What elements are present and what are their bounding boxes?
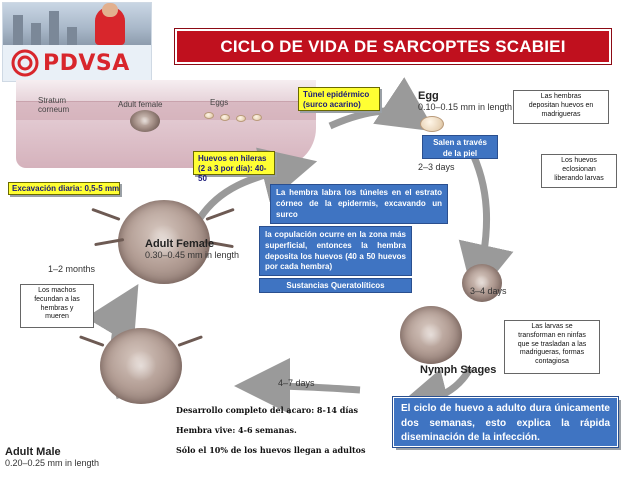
egg-title: Egg	[418, 90, 439, 102]
page-title: CICLO DE VIDA DE SARCOPTES SCABIEI	[220, 36, 566, 56]
development-text: Desarrollo completo del acaro: 8-14 días	[176, 405, 359, 415]
egg-size: 0.10–0.15 mm in length	[418, 102, 513, 112]
pdvsa-sun-icon	[11, 49, 39, 77]
larva-days: 3–4 days	[470, 286, 507, 296]
adult-female-small-label: Adult female	[118, 100, 163, 109]
refinery-tower-icon	[13, 15, 23, 45]
adult-female-time: 1–2 months	[48, 264, 96, 274]
adult-female-mite	[118, 200, 210, 284]
refinery-tower-icon	[31, 23, 41, 45]
egg-stage-label: Egg 0.10–0.15 mm in length	[418, 90, 512, 112]
final-conclusion: El ciclo de huevo a adulto dura únicamen…	[393, 397, 618, 447]
adult-male-mite	[100, 328, 182, 404]
burrowing-female-mite	[130, 110, 160, 132]
arrow-to-larva	[458, 146, 514, 301]
leave-skin-note: Salen a través de la piel	[422, 135, 498, 159]
arrow-to-egg	[328, 77, 436, 132]
egg-days: 2–3 days	[418, 162, 455, 172]
worker-head	[102, 3, 118, 17]
excavation-note: Excavación diaria: 0,5-5 mm	[8, 182, 120, 195]
ten-percent-text: Sólo el 10% de los huevos llegan a adult…	[176, 445, 366, 455]
adult-male-title: Adult Male	[5, 446, 61, 458]
eggs-hatch-note: Los huevos eclosionan liberando larvas	[541, 154, 617, 188]
title-banner: CICLO DE VIDA DE SARCOPTES SCABIEI	[175, 29, 611, 64]
keratolytic-note: Sustancias Queratolíticos	[259, 278, 412, 293]
logo-text: PDVSA	[43, 51, 130, 76]
nymph-mite	[400, 306, 462, 364]
nymph-title: Nymph Stages	[420, 364, 497, 376]
eggs-rows-note: Huevos en hileras (2 a 3 por día): 40-50	[193, 151, 275, 183]
refinery-tower-icon	[49, 11, 59, 45]
copulation-note: la copulación ocurre en la zona más supe…	[259, 226, 412, 276]
cycle-arrows	[85, 77, 514, 424]
tunnel-note: Túnel epidérmico (surco acarino)	[298, 87, 380, 111]
larva-mite	[462, 264, 502, 302]
female-life-text: Hembra vive: 4-6 semanas.	[176, 425, 297, 435]
males-note: Los machos fecundan a las hembras y muer…	[20, 284, 94, 328]
burrow-egg	[236, 115, 246, 122]
female-digs-note: La hembra labra los túneles en el estrat…	[270, 184, 448, 224]
adult-male-label: Adult Male 0.20–0.25 mm in length	[5, 446, 99, 468]
stratum-corneum-layer	[16, 80, 316, 102]
burrow-egg	[204, 112, 214, 119]
arrow-to-adult	[234, 358, 361, 415]
adult-male-size: 0.20–0.25 mm in length	[5, 458, 100, 468]
stratum-label: Stratum corneum	[38, 96, 70, 114]
logo-photo	[3, 3, 151, 45]
adult-female-size: 0.30–0.45 mm in length	[145, 250, 240, 260]
females-deposit-note: Las hembras depositan huevos en madrigue…	[513, 90, 609, 124]
egg-stage-egg	[420, 116, 444, 132]
refinery-tower-icon	[67, 27, 77, 45]
adult-female-label: Adult Female 0.30–0.45 mm in length	[145, 238, 239, 260]
burrow-egg	[252, 114, 262, 121]
nymph-days: 4–7 days	[278, 378, 315, 388]
larvae-note: Las larvas se transforman en ninfas que …	[504, 320, 600, 374]
nymph-stage-label: Nymph Stages	[420, 364, 496, 376]
eggs-small-label: Eggs	[210, 98, 229, 107]
arrow-female-to-burrow	[197, 147, 318, 220]
burrow-egg	[220, 114, 230, 121]
adult-female-title: Adult Female	[145, 238, 215, 250]
pdvsa-logo: PDVSA	[2, 2, 152, 82]
